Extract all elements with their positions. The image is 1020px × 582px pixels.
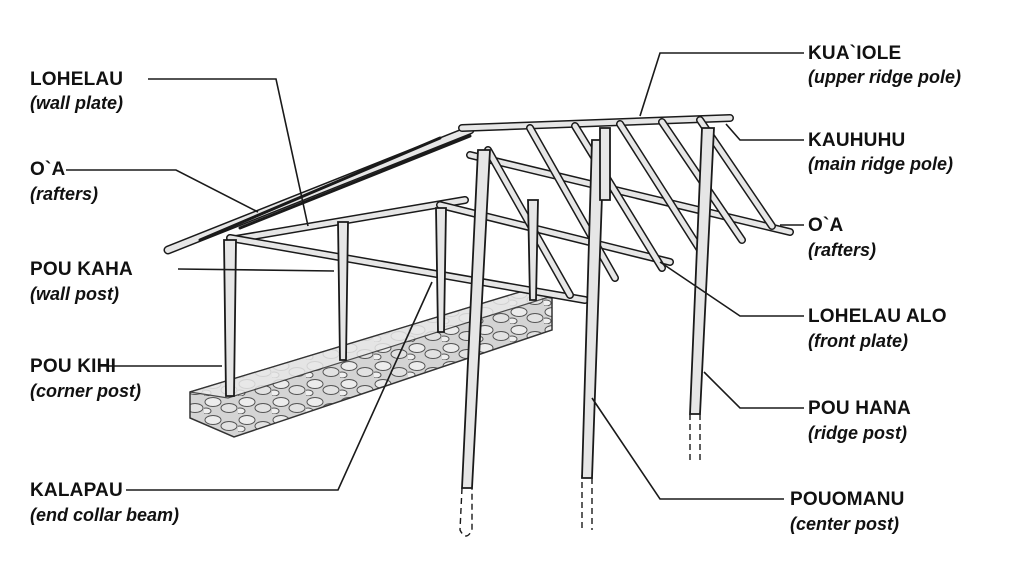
label-pou-hana: POU HANA (ridge post) (808, 399, 911, 442)
label-lohelau-name: LOHELAU (30, 69, 124, 90)
label-kuaiole: KUA`IOLE (upper ridge pole) (808, 44, 961, 86)
label-kalapau-desc: (end collar beam) (30, 505, 180, 525)
label-kauhuhu-desc: (main ridge pole) (808, 154, 954, 174)
label-kauhuhu-name: KAUHUHU (808, 130, 906, 151)
leader-pouomanu (591, 397, 784, 500)
label-pouomanu-name: POUOMANU (790, 489, 905, 510)
label-pou-kaha: POU KAHA (wall post) (30, 260, 133, 303)
label-oa-right-desc: (rafters) (808, 240, 877, 260)
label-pou-hana-desc: (ridge post) (808, 423, 907, 443)
label-pou-kaha-name: POU KAHA (30, 259, 133, 280)
label-lohelau-alo-name: LOHELAU ALO (808, 306, 947, 327)
leader-kuaiole (639, 52, 804, 117)
label-oa-right-name: O`A (808, 215, 844, 236)
label-pouomanu-desc: (center post) (790, 514, 900, 534)
label-kauhuhu: KAUHUHU (main ridge pole) (808, 131, 953, 173)
leader-lohelau (148, 78, 309, 227)
label-pou-hana-name: POU HANA (808, 398, 911, 419)
leader-kalapau (126, 281, 433, 491)
label-lohelau-desc: (wall plate) (30, 93, 124, 113)
leader-lines (66, 52, 804, 500)
leader-pou-hana (703, 371, 804, 409)
label-pou-kaha-desc: (wall post) (30, 284, 119, 304)
label-lohelau: LOHELAU (wall plate) (30, 70, 123, 112)
label-pou-kihi-name: POU KIHI (30, 356, 117, 377)
label-lohelau-alo: LOHELAU ALO (front plate) (808, 307, 947, 350)
leader-pou-kaha (177, 268, 335, 272)
leader-lohelau-alo (659, 261, 804, 317)
label-oa-right: O`A (rafters) (808, 216, 876, 259)
label-lohelau-alo-desc: (front plate) (808, 331, 908, 351)
label-pouomanu: POUOMANU (center post) (790, 490, 905, 533)
posts (223, 127, 715, 489)
label-kalapau-name: KALAPAU (30, 480, 123, 501)
label-pou-kihi-desc: (corner post) (30, 381, 142, 401)
leader-kauhuhu (725, 123, 804, 141)
post-footings (459, 414, 701, 537)
label-kalapau: KALAPAU (end collar beam) (30, 481, 179, 524)
label-pou-kihi: POU KIHI (corner post) (30, 357, 141, 400)
label-kuaiole-desc: (upper ridge pole) (808, 67, 961, 87)
label-oa-left: O`A (rafters) (30, 160, 98, 203)
label-oa-left-name: O`A (30, 159, 66, 180)
label-oa-left-desc: (rafters) (30, 184, 99, 204)
leader-oa-left (66, 169, 259, 213)
label-kuaiole-name: KUA`IOLE (808, 43, 902, 64)
